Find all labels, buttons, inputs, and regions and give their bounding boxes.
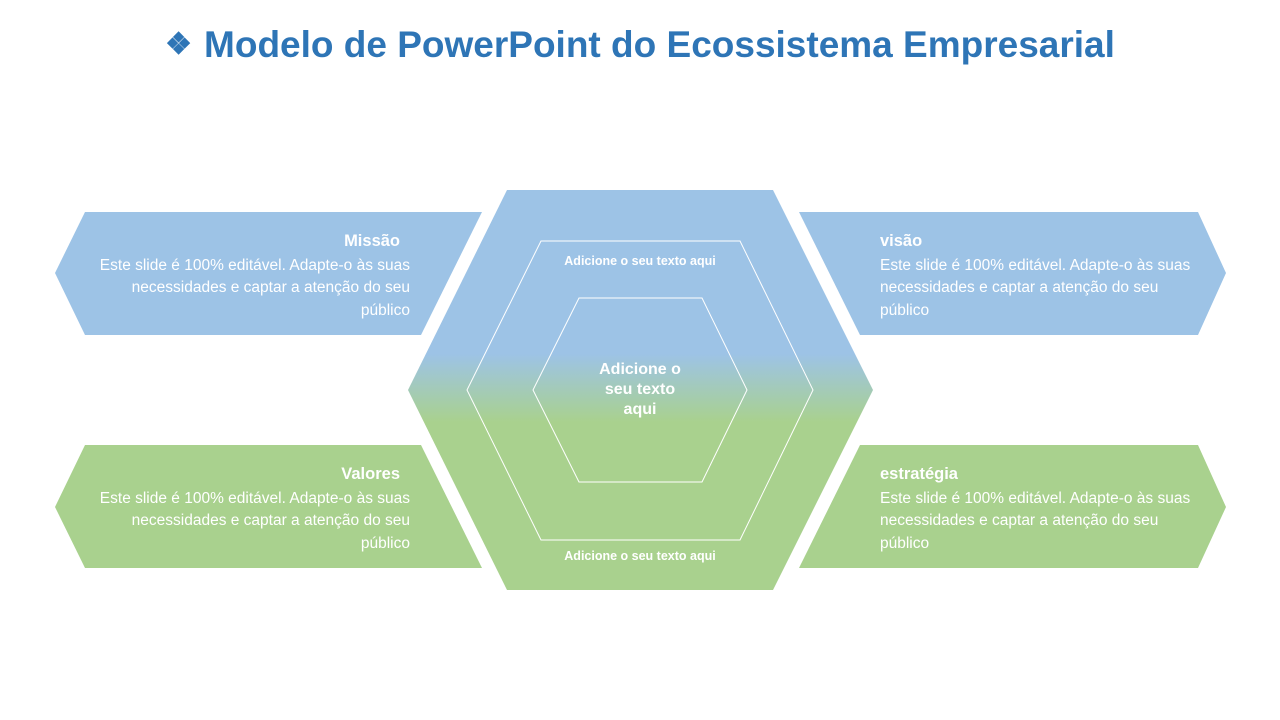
hexagon-bottom-text: Adicione o seu texto aqui [564, 549, 716, 563]
hexagon-center-text: Adicione o seu texto aqui [599, 361, 681, 418]
panel-estrategia-shape [799, 445, 1226, 568]
title-text: Modelo de PowerPoint do Ecossistema Empr… [204, 24, 1115, 65]
panel-body: Este slide é 100% editável. Adapte-o às … [880, 256, 1191, 319]
slide-title: ❖ Modelo de PowerPoint do Ecossistema Emp… [0, 24, 1280, 66]
panel-title: estratégia [880, 465, 958, 483]
panel-body: Este slide é 100% editável. Adapte-o às … [99, 256, 410, 319]
panel-title: Missão [344, 232, 400, 250]
outer-hexagon [408, 190, 873, 590]
panel-missao-shape [55, 212, 482, 335]
panel-valores-shape [55, 445, 482, 568]
panel-visao-shape [799, 212, 1226, 335]
middle-hexagon [466, 240, 814, 541]
inner-hexagon [532, 297, 748, 483]
panel-body: Este slide é 100% editável. Adapte-o às … [880, 489, 1191, 552]
panel-title: Valores [341, 465, 400, 483]
panel-body: Este slide é 100% editável. Adapte-o às … [99, 489, 410, 552]
hexagon-top-text: Adicione o seu texto aqui [564, 254, 716, 268]
panel-title: visão [880, 232, 923, 250]
diamond-bullet-icon: ❖ [165, 28, 193, 61]
